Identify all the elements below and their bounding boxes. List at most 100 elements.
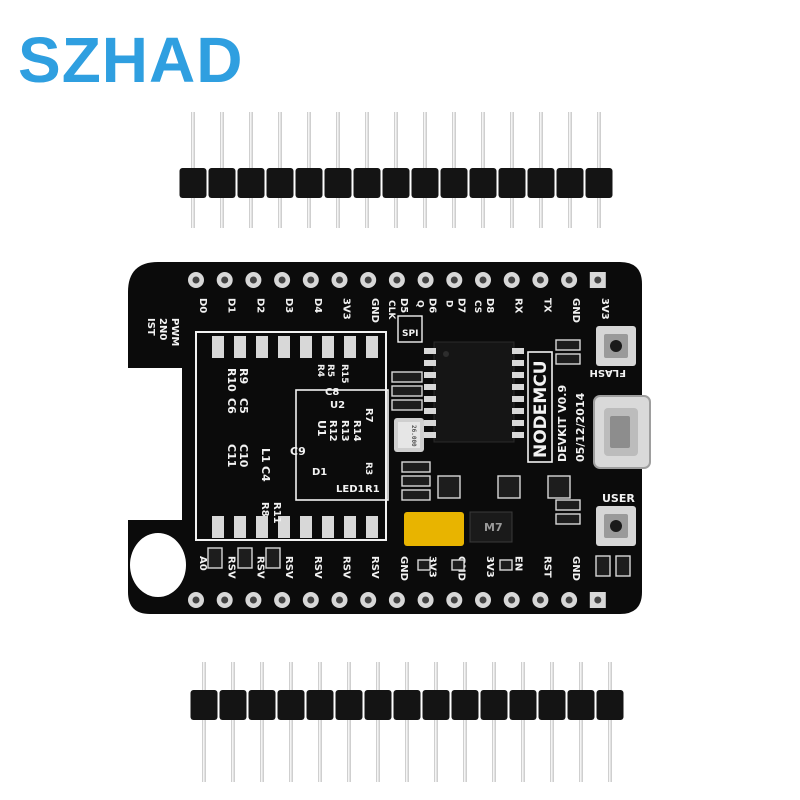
chip-leg [512, 360, 524, 366]
pad-hole [594, 276, 602, 284]
pad-hole [307, 596, 315, 604]
pad-hole [364, 276, 372, 284]
module-castellated-pads [212, 336, 378, 538]
chip-leg [424, 396, 436, 402]
pin-label: 3V3 [599, 298, 610, 320]
header-pin-highlight [609, 662, 611, 782]
pad-hole [364, 596, 372, 604]
pin-sub-label: D [443, 300, 453, 307]
header-plastic [585, 168, 613, 198]
label-c11: C11 [225, 444, 238, 467]
pad-hole [336, 276, 343, 284]
smd-part [595, 555, 611, 577]
user-button: USER [596, 492, 636, 546]
pin-label: D6 [427, 298, 438, 313]
module-pad [256, 336, 268, 358]
label-r8: R8 [259, 502, 270, 517]
smd-part [555, 339, 581, 351]
designator-block-mid: U1 R12 R13 R14 R7 C8 U2 D1 LED1 R1 R8 R1… [259, 364, 380, 524]
pad-hole [422, 276, 430, 284]
pin-label: D5 [398, 298, 409, 313]
pad-hole [479, 276, 487, 284]
chip-leg [512, 432, 524, 438]
header-plastic [335, 690, 363, 720]
pad-hole [479, 596, 487, 604]
pad-hole [508, 596, 516, 604]
pin-label: RSV [254, 556, 265, 579]
pad-hole [307, 276, 315, 284]
smd-part [237, 547, 253, 569]
header-plastic [538, 690, 566, 720]
top-pin-sub-labels: CLK Q D CS [386, 300, 482, 320]
header-pin-highlight [203, 662, 205, 782]
bottom-pad-row [188, 592, 606, 608]
header-plastic [237, 168, 265, 198]
pin-label: RSV [341, 556, 352, 579]
micro-usb-port [593, 395, 651, 469]
brand-logo-text: SZHAD [18, 24, 244, 96]
pin-sub-label: CLK [386, 300, 396, 320]
label-r5: R5 [325, 364, 335, 377]
regulator-label: M7 [484, 521, 503, 534]
smd-part [499, 559, 513, 571]
smd-components [207, 339, 631, 577]
header-pin-highlight [580, 662, 582, 782]
pin-label: GND [369, 298, 380, 323]
label-r11: R11 [271, 502, 282, 524]
pin-label: D8 [484, 298, 495, 313]
header-pin-highlight [348, 662, 350, 782]
smd-part [555, 513, 581, 525]
top-pad-row [188, 272, 606, 288]
label-r13: R13 [339, 420, 350, 442]
pin-label: RSV [283, 556, 294, 579]
header-plastic [567, 690, 595, 720]
bottom-pin-header [190, 662, 624, 782]
label-r7: R7 [363, 408, 374, 423]
header-pin-highlight [522, 662, 524, 782]
chip-leg [512, 408, 524, 414]
header-pin-highlight [319, 662, 321, 782]
chip-leg [424, 348, 436, 354]
chip-leg [424, 432, 436, 438]
label-d1: D1 [312, 467, 327, 478]
pad-hole [422, 596, 430, 604]
pin-label: RST [541, 556, 552, 578]
header-plastic [498, 168, 526, 198]
header-pin-highlight [290, 662, 292, 782]
header-plastic [393, 690, 421, 720]
smd-part [401, 461, 431, 473]
module-pad [300, 336, 312, 358]
header-pin-highlight [464, 662, 466, 782]
smd-part [437, 475, 461, 499]
left-label-pwm: PWM [169, 318, 180, 346]
pin-label: GND [398, 556, 409, 581]
designator-block-left: R9 R10 C5 C6 C10 C11 L1 C4 C9 [225, 368, 306, 482]
smd-part [391, 371, 423, 383]
header-pin-highlight [377, 662, 379, 782]
smd-part [207, 547, 223, 569]
tantalum-capacitor [404, 512, 464, 546]
pin-label: TX [541, 298, 552, 313]
flash-label: FLASH [589, 367, 626, 378]
left-label-2n0: 2N0 [157, 318, 168, 340]
pad-hole [192, 276, 200, 284]
pin-label: D3 [283, 298, 294, 313]
pin-label: RSV [369, 556, 380, 579]
pin-sub-label: Q [415, 300, 425, 308]
top-pin-header [179, 112, 613, 228]
label-r12: R12 [327, 420, 338, 442]
user-label: USER [602, 492, 635, 505]
header-plastic [440, 168, 468, 198]
label-r1: R1 [365, 484, 380, 495]
pin-label: D4 [312, 298, 323, 313]
chip-leg [512, 384, 524, 390]
nodemcu-label: NODEMCU [531, 360, 551, 458]
module-pad [212, 516, 224, 538]
label-r15: R15 [339, 364, 349, 383]
module-pad [322, 336, 334, 358]
header-plastic [422, 690, 450, 720]
pin-sub-label: CS [472, 300, 482, 313]
header-pin-highlight [406, 662, 408, 782]
